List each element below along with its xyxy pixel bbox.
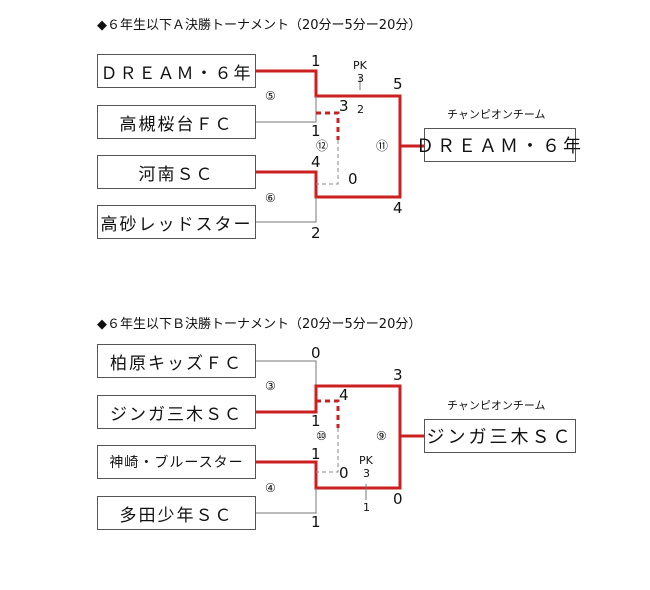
score-m9-bottom: 0: [393, 490, 403, 508]
pk-label-b: PK: [359, 454, 373, 467]
bracket-a-lines: [256, 69, 424, 223]
match-number-3: ③: [265, 379, 276, 393]
bracket-b-lines: [256, 360, 424, 514]
pk-score-b-top: 3: [363, 467, 370, 480]
champion-label-a: チャンピオンチーム: [447, 108, 546, 121]
match-number-9: ⑨: [376, 429, 387, 443]
match-number-6: ⑥: [265, 191, 276, 205]
tournament-b-title: ◆６年生以下Ｂ決勝トーナメント（20分ー5分ー20分）: [97, 317, 422, 332]
match-number-11: ⑪: [376, 139, 389, 153]
pk-score-b-bottom: 1: [363, 501, 370, 514]
team-a3: 河南ＳＣ: [97, 155, 256, 189]
score-m12-top: 3: [339, 97, 349, 115]
team-b2: ジンガ三木ＳＣ: [97, 395, 256, 429]
score-m5-bottom: 1: [311, 122, 321, 140]
champion-label-b: チャンピオンチーム: [447, 399, 546, 412]
champion-team-a: ＤＲＥＡＭ・６年: [416, 128, 581, 162]
score-m12-bottom: 0: [348, 170, 358, 188]
tournament-a-title: ◆６年生以下Ａ決勝トーナメント（20分ー5分ー20分）: [97, 18, 422, 33]
score-m10-bottom: 0: [339, 464, 349, 482]
team-a4: 高砂レッドスター: [97, 205, 256, 239]
match-number-4: ④: [265, 481, 276, 495]
score-m4-bottom: 1: [311, 513, 321, 531]
score-m9-top: 3: [393, 366, 403, 384]
match-number-10: ⑩: [316, 429, 327, 443]
pk-score-a-bottom: 2: [357, 103, 364, 116]
pk-score-a-top: 3: [357, 72, 364, 85]
pk-label-a: PK: [353, 59, 367, 72]
score-m5-top: 1: [311, 52, 321, 70]
match-number-5: ⑤: [265, 89, 276, 103]
score-m3-top: 0: [311, 344, 321, 362]
score-m3-bottom: 1: [311, 412, 321, 430]
team-a2: 高槻桜台ＦＣ: [97, 105, 256, 139]
team-b3: 神崎・ブルースター: [97, 445, 256, 479]
team-a1: ＤＲＥＡＭ・６年: [97, 54, 256, 88]
champion-team-b: ジンガ三木ＳＣ: [424, 419, 576, 453]
score-m10-top: 4: [339, 386, 349, 404]
score-m4-top: 1: [311, 445, 321, 463]
score-m6-top: 4: [311, 153, 321, 171]
team-b1: 柏原キッズＦＣ: [97, 344, 256, 378]
score-m6-bottom: 2: [311, 224, 321, 242]
match-number-12: ⑫: [316, 139, 329, 153]
team-b4: 多田少年ＳＣ: [97, 496, 256, 530]
score-m11-bottom: 4: [393, 199, 403, 217]
score-m11-top: 5: [393, 75, 403, 93]
